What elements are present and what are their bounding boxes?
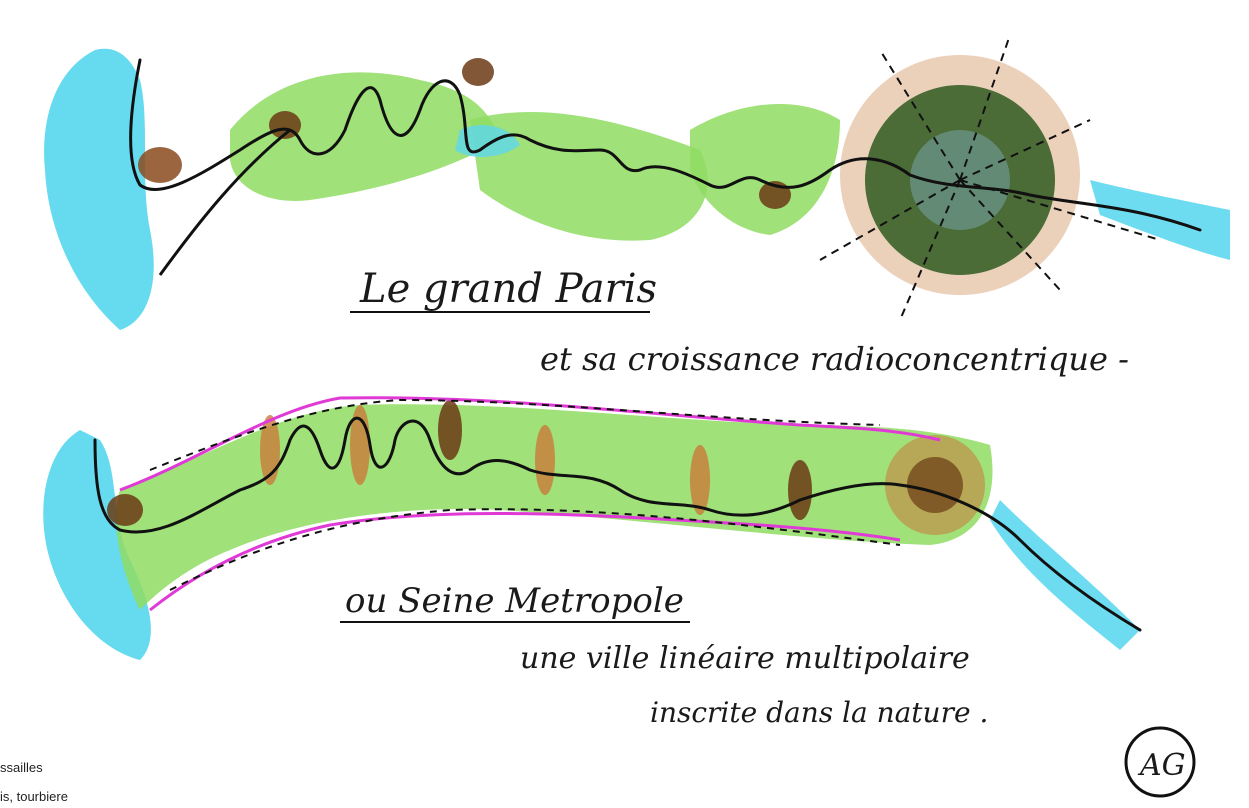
- top-urban-spot: [462, 58, 494, 86]
- bottom-urban-pole: [107, 494, 143, 526]
- side-note-2: is, tourbiere: [0, 789, 68, 804]
- top-title: Le grand Paris: [359, 266, 657, 312]
- bottom-title: ou Seine Metropole: [345, 581, 684, 621]
- top-subtitle: et sa croissance radioconcentrique -: [540, 340, 1129, 378]
- bottom-sketch: ou Seine Metropole une ville linéaire mu…: [43, 398, 1140, 729]
- bottom-urban-pole: [535, 425, 555, 495]
- bottom-green-corridor: [116, 404, 992, 610]
- top-sketch: Le grand Paris et sa croissance radiocon…: [44, 35, 1230, 378]
- top-urban-spot: [138, 147, 182, 183]
- bottom-line-1: une ville linéaire multipolaire: [520, 641, 970, 676]
- bottom-urban-pole: [788, 460, 812, 520]
- bottom-upstream-water: [990, 500, 1140, 650]
- bottom-urban-pole: [438, 400, 462, 460]
- side-note-1: ssailles: [0, 760, 43, 775]
- top-estuary-water: [44, 49, 154, 330]
- bottom-dense-core-inner: [907, 457, 963, 513]
- top-vegetation-3: [690, 104, 840, 235]
- signature-text: AG: [1137, 748, 1186, 783]
- signature: AG: [1126, 728, 1194, 796]
- top-upstream-water: [1090, 180, 1230, 260]
- bottom-line-2: inscrite dans la nature .: [650, 696, 988, 729]
- bottom-urban-pole: [690, 445, 710, 515]
- bottom-urban-pole: [350, 405, 370, 485]
